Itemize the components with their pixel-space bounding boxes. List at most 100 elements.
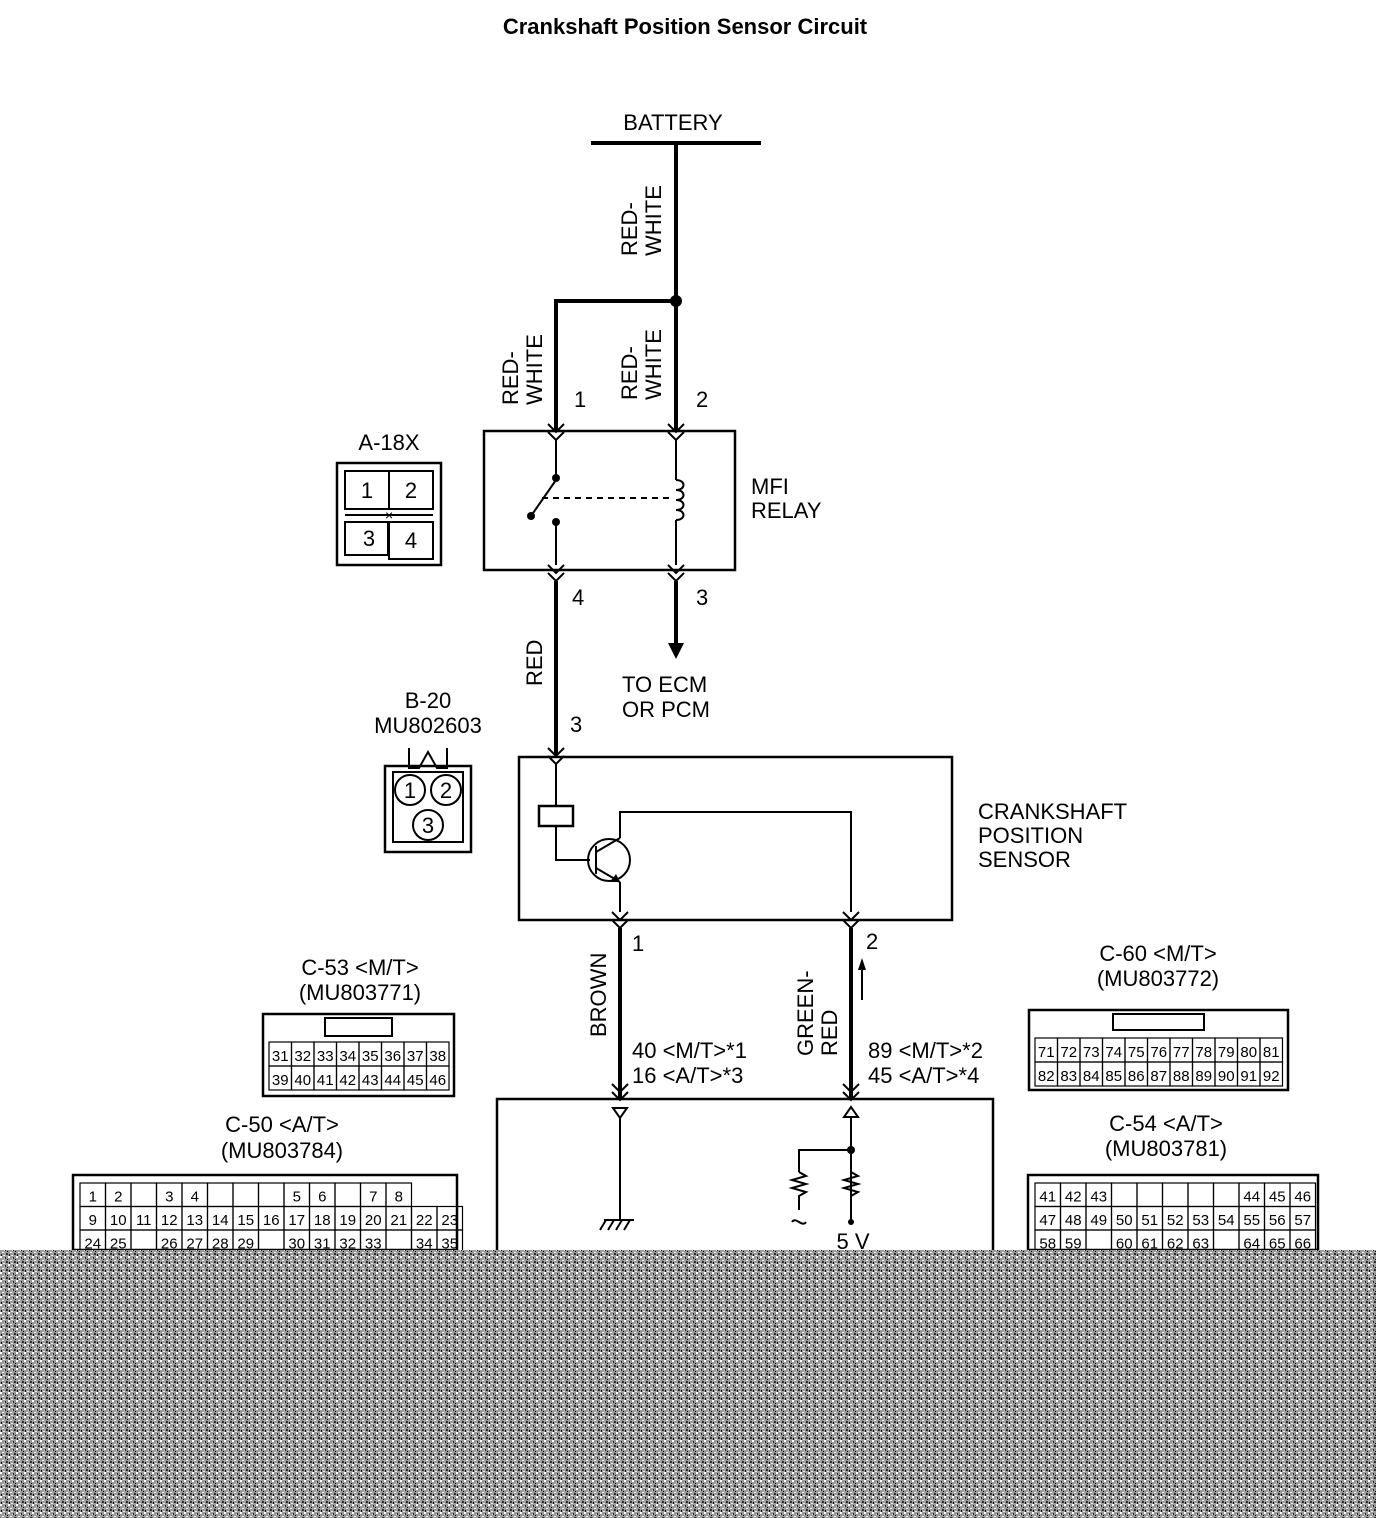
pin-number: 5 — [293, 1189, 301, 1206]
pin-cell — [232, 1182, 260, 1208]
transistor-emitter-arrow — [610, 874, 620, 882]
pin-number: 22 — [416, 1212, 433, 1229]
sensor-pin-2: 2 — [866, 929, 878, 954]
pin-number: 10 — [110, 1212, 127, 1229]
pin-number: 63 — [1192, 1236, 1209, 1253]
sensor-name-3: SENSOR — [978, 847, 1071, 872]
ecm-input-right-symbol — [842, 1105, 860, 1118]
relay-connector-diagram: × 1 2 3 4 — [335, 461, 443, 567]
pin-number: 52 — [1167, 1212, 1184, 1229]
ecm-box — [495, 1097, 995, 1250]
mfi-relay-box — [482, 429, 737, 572]
relay-name-2: RELAY — [751, 498, 822, 523]
pin-number: 15 — [237, 1212, 254, 1229]
c50-label: C-50 <A/T> — [225, 1112, 339, 1137]
pin-number: 41 — [1039, 1189, 1056, 1206]
pin-number: 79 — [1218, 1044, 1235, 1061]
relay-coil — [675, 479, 685, 521]
resistor-right — [840, 1171, 862, 1197]
relay-pin-2: 2 — [696, 387, 708, 412]
pin-number: 78 — [1195, 1044, 1212, 1061]
pin-number: 32 — [294, 1048, 311, 1065]
sensor-connector-cell: 1 — [404, 778, 416, 803]
pin-number: 84 — [1083, 1068, 1100, 1085]
pin-number: 23 — [441, 1212, 458, 1229]
pin-number: 59 — [1065, 1236, 1082, 1253]
relay-pin-4: 4 — [572, 585, 584, 610]
pin-number: 58 — [1039, 1236, 1056, 1253]
branch-wire — [554, 299, 676, 430]
pin-number: 30 — [288, 1236, 305, 1253]
sensor-name-2: POSITION — [978, 823, 1083, 848]
wire-label-top-1: RED- — [617, 202, 642, 256]
transistor-icon — [587, 838, 631, 882]
pin-number: 35 — [441, 1236, 458, 1253]
pin-number: 24 — [84, 1236, 101, 1253]
pin-number: 77 — [1173, 1044, 1190, 1061]
wire-label-brown: BROWN — [586, 953, 611, 1037]
pin-number: 74 — [1105, 1044, 1122, 1061]
pin-number: 87 — [1150, 1068, 1167, 1085]
pin-number: 20 — [365, 1212, 382, 1229]
pin-number: 28 — [212, 1236, 229, 1253]
pin-number: 76 — [1150, 1044, 1167, 1061]
relay-connector-label: A-18X — [358, 430, 419, 455]
pin-number: 34 — [339, 1048, 356, 1065]
pin-number: 48 — [1065, 1212, 1082, 1229]
pin-number: 61 — [1141, 1236, 1158, 1253]
pin-number: 56 — [1269, 1212, 1286, 1229]
pin-number: 17 — [288, 1212, 305, 1229]
pin-number: 62 — [1167, 1236, 1184, 1253]
relay-connector-marks — [547, 423, 685, 583]
c54-part: (MU803781) — [1105, 1136, 1227, 1161]
pin-number: 46 — [429, 1072, 446, 1089]
ecm-bias-wire — [798, 1149, 851, 1172]
wire-label-left-2: WHITE — [522, 334, 547, 405]
sensor-connector-diagram: 1 2 3 — [383, 748, 473, 854]
pin-number: 12 — [161, 1212, 178, 1229]
c53-label: C-53 <M/T> — [301, 955, 418, 980]
to-ecm-label-2: OR PCM — [622, 697, 710, 722]
to-ecm-label-1: TO ECM — [622, 672, 707, 697]
pin-number: 37 — [407, 1048, 424, 1065]
pin-number: 64 — [1243, 1236, 1260, 1253]
pin-number: 31 — [272, 1048, 289, 1065]
pin-number: 33 — [317, 1048, 334, 1065]
pin-number: 86 — [1128, 1068, 1145, 1085]
pin-cell — [130, 1182, 158, 1208]
pin-number: 50 — [1116, 1212, 1133, 1229]
pin-cell — [1212, 1182, 1240, 1208]
c60-label: C-60 <M/T> — [1099, 941, 1216, 966]
pin-number: 36 — [384, 1048, 401, 1065]
c53-part: (MU803771) — [299, 980, 421, 1005]
pin-number: 66 — [1294, 1236, 1311, 1253]
pin-number: 81 — [1263, 1044, 1280, 1061]
pin-number: 33 — [365, 1236, 382, 1253]
pin-number: 2 — [114, 1189, 122, 1206]
wire-label-right-1: RED- — [617, 346, 642, 400]
diagram-title: Crankshaft Position Sensor Circuit — [503, 14, 868, 39]
pin-number: 44 — [1243, 1189, 1260, 1206]
ecm-input-left-symbol — [611, 1107, 629, 1120]
pin-cell — [257, 1182, 285, 1208]
svg-text:×: × — [385, 507, 393, 523]
sensor-hall-element — [537, 804, 575, 828]
pin-number: 39 — [272, 1072, 289, 1089]
pin-number: 54 — [1218, 1212, 1235, 1229]
sensor-connector-part: MU802603 — [374, 713, 482, 738]
pin-number: 1 — [89, 1189, 97, 1206]
transistor-collector — [595, 837, 621, 853]
relay-pin-1: 1 — [574, 387, 586, 412]
pin-number: 19 — [339, 1212, 356, 1229]
relay-contact-top — [552, 474, 560, 482]
signal-flow-arrowhead — [858, 958, 866, 970]
pin-number: 71 — [1038, 1044, 1055, 1061]
pin-number: 46 — [1294, 1189, 1311, 1206]
pin-number: 16 — [263, 1212, 280, 1229]
pin-number: 49 — [1090, 1212, 1107, 1229]
pin-number: 43 — [362, 1072, 379, 1089]
noise-overlay — [0, 1250, 1376, 1518]
pin-number: 3 — [165, 1189, 173, 1206]
